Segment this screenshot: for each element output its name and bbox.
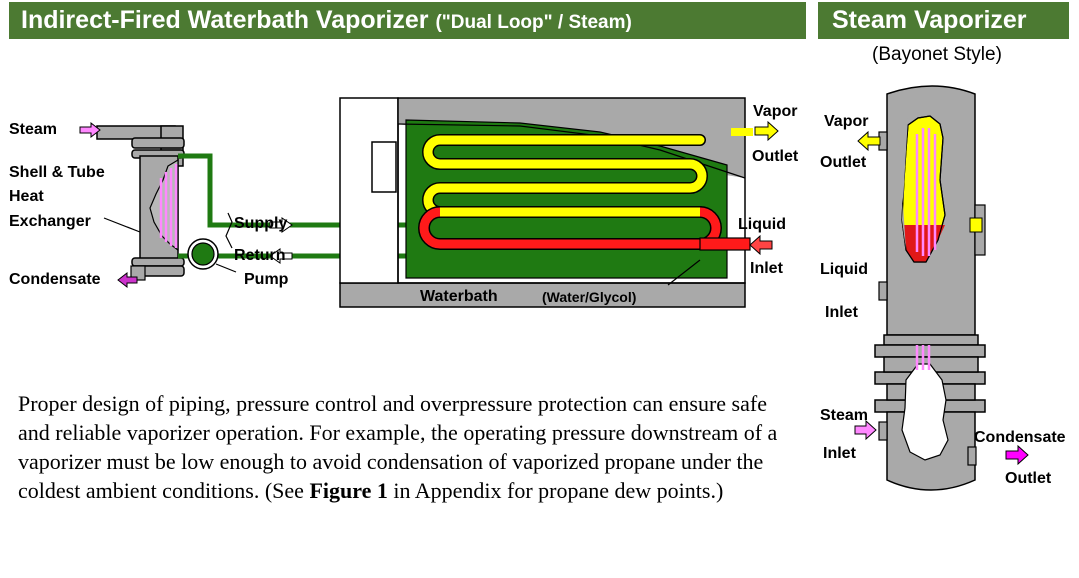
label-liquid: Liquid bbox=[738, 216, 786, 233]
label-condensate: Condensate bbox=[9, 271, 101, 288]
bayonet-label-condensate-outlet: Outlet bbox=[1005, 470, 1052, 487]
right-title-main: Steam Vaporizer bbox=[832, 6, 1027, 34]
label-heat: Heat bbox=[9, 188, 44, 205]
label-vapor: Vapor bbox=[753, 103, 797, 120]
pump bbox=[187, 238, 237, 273]
right-subtitle: (Bayonet Style) bbox=[872, 44, 1002, 65]
right-title-banner: Steam Vaporizer bbox=[818, 2, 1069, 39]
label-pump: Pump bbox=[244, 271, 289, 288]
paragraph-text-after: in Appendix for propane dew points.) bbox=[387, 478, 724, 503]
bayonet-label-vapor: Vapor bbox=[824, 113, 868, 130]
bayonet-label-vapor-outlet: Outlet bbox=[820, 154, 867, 171]
left-title-banner: Indirect-Fired Waterbath Vaporizer ("Dua… bbox=[9, 2, 806, 39]
liquid-inlet-arrow bbox=[749, 234, 773, 256]
paragraph-text-before: Proper design of piping, pressure contro… bbox=[18, 391, 778, 503]
label-exchanger: Exchanger bbox=[9, 213, 91, 230]
bayonet-steam-inlet-arrow bbox=[854, 419, 877, 441]
steam-inlet-arrow bbox=[79, 121, 101, 139]
bayonet-steam-vaporizer bbox=[874, 85, 986, 491]
left-title-main: Indirect-Fired Waterbath Vaporizer bbox=[21, 6, 429, 34]
label-liquid-inlet: Inlet bbox=[750, 260, 784, 277]
condensate-outlet-arrow bbox=[117, 271, 138, 289]
figure-reference: Figure 1 bbox=[309, 478, 388, 503]
label-return: Return bbox=[234, 247, 286, 264]
bayonet-label-steam: Steam bbox=[820, 407, 868, 424]
bayonet-label-steam-inlet: Inlet bbox=[823, 445, 857, 462]
vapor-outlet-arrow bbox=[731, 120, 779, 142]
body-paragraph: Proper design of piping, pressure contro… bbox=[18, 389, 798, 505]
left-title-sub: ("Dual Loop" / Steam) bbox=[435, 12, 632, 33]
label-shell-tube: Shell & Tube bbox=[9, 164, 105, 181]
bayonet-label-liquid-inlet: Inlet bbox=[825, 304, 859, 321]
bayonet-condensate-outlet-arrow bbox=[1005, 444, 1029, 466]
supply-return-leader bbox=[225, 212, 233, 249]
label-vapor-outlet: Outlet bbox=[752, 148, 799, 165]
waterbath-vessel bbox=[339, 97, 751, 308]
label-waterbath: Waterbath bbox=[420, 288, 498, 305]
exchanger-leader-line bbox=[103, 217, 141, 233]
shell-tube-heat-exchanger bbox=[96, 125, 185, 281]
return-arrow bbox=[269, 248, 293, 264]
label-supply: Supply bbox=[234, 215, 287, 232]
bayonet-vapor-outlet-arrow bbox=[857, 130, 881, 152]
label-steam: Steam bbox=[9, 121, 57, 138]
bayonet-label-liquid: Liquid bbox=[820, 261, 868, 278]
supply-arrow bbox=[269, 217, 293, 233]
bayonet-label-condensate: Condensate bbox=[974, 429, 1066, 446]
label-water-glycol: (Water/Glycol) bbox=[542, 289, 636, 305]
